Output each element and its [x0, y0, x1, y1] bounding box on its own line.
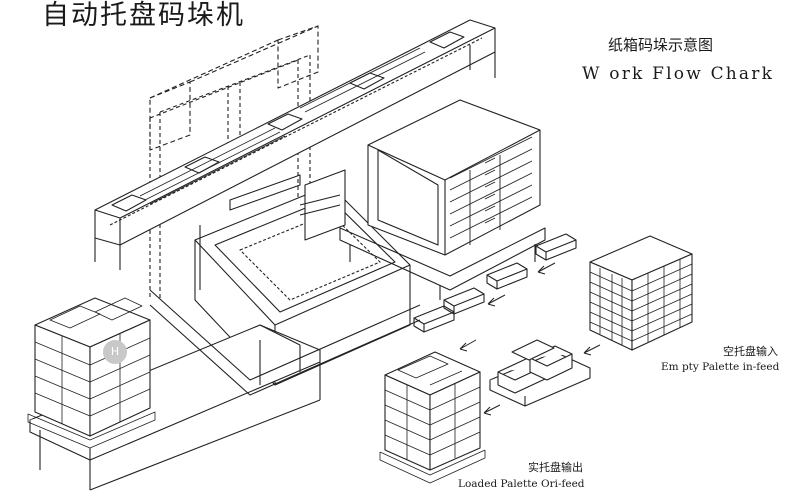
subtitle-chinese: 纸箱码垛示意图	[608, 36, 714, 54]
base-rails	[149, 289, 421, 396]
empty-infeed-label-en: Em pty Palette in-feed	[661, 361, 780, 373]
lift-table	[194, 169, 411, 386]
empty-pallet-stack	[589, 235, 693, 351]
loaded-outfeed-label-cn: 实托盘输出	[528, 461, 583, 474]
empty-infeed-label-cn: 空托盘输入	[723, 345, 778, 358]
infeed-cartons	[413, 233, 577, 333]
conveying-pallet	[489, 339, 591, 407]
flow-arrows	[459, 262, 601, 416]
watermark-logo: H	[103, 340, 127, 364]
gantry-head	[149, 25, 319, 151]
top-conveyor	[94, 19, 496, 270]
subtitle-english: W ork Flow Chark	[582, 64, 775, 84]
pallet-magazine	[339, 99, 546, 300]
loaded-outfeed-label-en: Loaded Palette Ori-feed	[458, 478, 585, 490]
page-title: 自动托盘码垛机	[42, 0, 245, 31]
